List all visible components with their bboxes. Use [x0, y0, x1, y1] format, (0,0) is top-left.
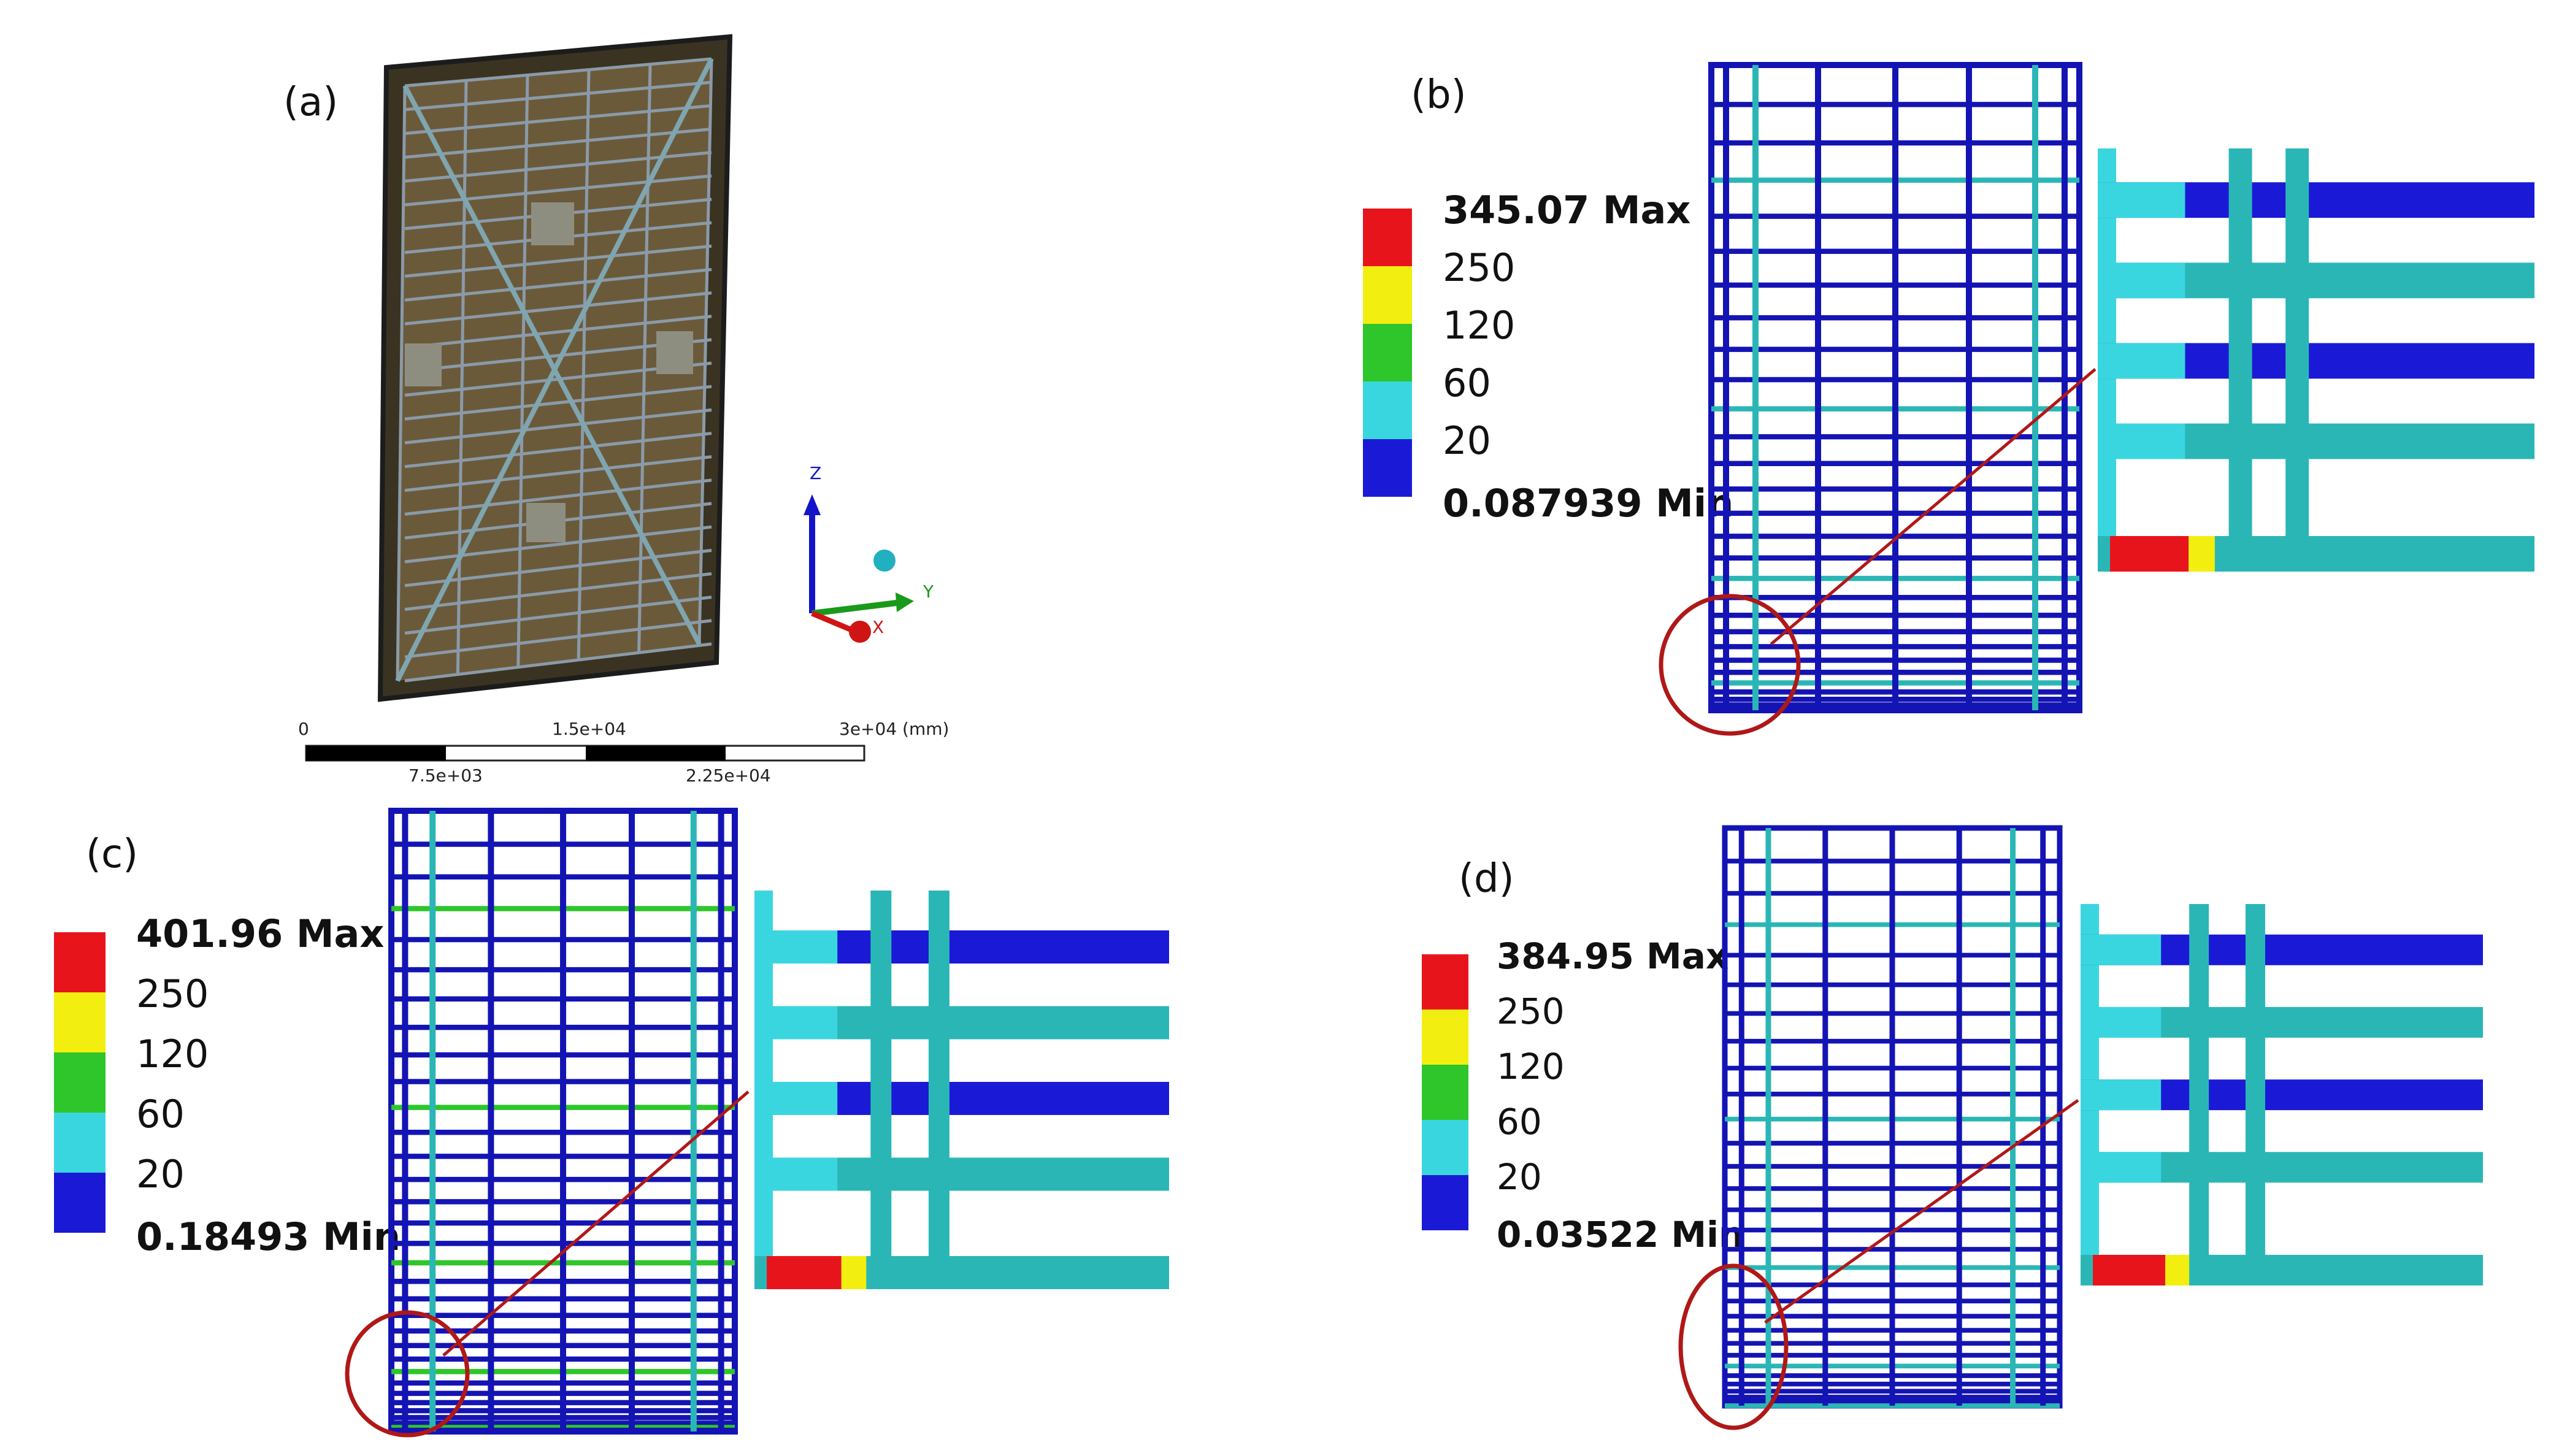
model-grid-horizontal: [404, 408, 712, 445]
panel-d-zoom-bar-end: [2081, 934, 2162, 965]
panel-a-scale-bar: [305, 745, 865, 762]
axis-y-label: Y: [923, 581, 934, 602]
model-grid-horizontal: [404, 642, 712, 683]
panel-c-frame: [388, 808, 738, 1435]
panel-b-label: (b): [1411, 72, 1467, 118]
panel-b-zoom-post: [2228, 148, 2252, 572]
panel-c-label: (c): [86, 832, 139, 877]
panel-b-zoom-bar-end: [2098, 182, 2185, 218]
panel-c-callout-line: [442, 1090, 750, 1357]
model-grid-horizontal: [404, 548, 712, 588]
axis-x-label: X: [872, 617, 884, 637]
panel-c-zoom-hotspot-edge: [841, 1256, 867, 1289]
panel-b-zoom-bar-end: [2098, 262, 2185, 299]
panel-c-zoom-hotspot: [767, 1256, 842, 1289]
model-grid-horizontal: [404, 104, 712, 136]
model-grid-vertical: [577, 69, 591, 659]
panel-c-zoom-bar-end: [754, 930, 838, 964]
axis-z-label: Z: [810, 463, 822, 483]
panel-c-zoom-post: [870, 891, 892, 1289]
panel-c-legend-colorbar: [54, 932, 106, 1233]
panel-d-legend-250: 250: [1497, 990, 1565, 1032]
panel-b-zoom-bar-end: [2098, 343, 2185, 379]
panel-b-zoom-hotspot-edge: [2189, 536, 2215, 572]
model-grid-horizontal: [404, 619, 712, 659]
panel-c-legend-250: 250: [136, 971, 209, 1016]
model-grid-vertical: [516, 75, 529, 667]
scale-top-2: 3e+04 (mm): [839, 719, 950, 739]
panel-d-legend-20: 20: [1497, 1156, 1542, 1198]
panel-a-axes-triad: [804, 494, 914, 643]
model-grid-horizontal: [404, 80, 712, 112]
panel-b-legend-max: 345.07 Max: [1443, 188, 1691, 232]
model-grid-horizontal: [404, 267, 712, 302]
panel-b-legend-120: 120: [1443, 303, 1516, 348]
panel-b-zoom-bar-end: [2098, 423, 2185, 459]
panel-b-frame: [1708, 62, 2082, 713]
panel-d-legend-colorbar: [1422, 954, 1468, 1230]
panel-d-label: (d): [1459, 856, 1514, 902]
model-grid-horizontal: [404, 244, 712, 278]
panel-a-model: [377, 34, 733, 702]
scale-top-0: 0: [298, 719, 309, 739]
model-grid-horizontal: [404, 291, 712, 326]
panel-c-legend-20: 20: [136, 1152, 185, 1197]
panel-c-zoom-bar-end: [754, 1006, 838, 1040]
panel-c-callout-circle: [345, 1310, 470, 1438]
panel-d-callout-circle: [1678, 1263, 1789, 1430]
panel-d-zoom-post: [2245, 904, 2265, 1285]
panel-d-zoom-bar-end: [2081, 1006, 2162, 1038]
model-grid-horizontal: [404, 478, 712, 516]
panel-d-legend-60: 60: [1497, 1101, 1542, 1143]
panel-c-zoom-bar-end: [754, 1082, 838, 1115]
model-grid-horizontal: [404, 385, 712, 421]
panel-b-zoom-inset: [2098, 148, 2534, 572]
panel-c-legend-max: 401.96 Max: [136, 911, 385, 956]
scale-bottom-1: 2.25e+04: [686, 765, 771, 786]
panel-d-frame: [1722, 825, 2063, 1409]
panel-d-zoom-bar-end: [2081, 1079, 2162, 1111]
panel-b-legend-colorbar: [1363, 209, 1412, 497]
panel-c-legend-120: 120: [136, 1032, 209, 1076]
model-grid-horizontal: [404, 455, 712, 492]
model-grid-horizontal: [404, 127, 712, 159]
panel-c-legend-min: 0.18493 Min: [136, 1214, 401, 1259]
model-grid-horizontal: [404, 525, 712, 564]
panel-b-legend-60: 60: [1443, 361, 1491, 405]
model-grid-horizontal: [404, 432, 712, 469]
panel-c-legend-60: 60: [136, 1092, 185, 1136]
scale-bottom-0: 7.5e+03: [409, 765, 483, 786]
panel-b-zoom-post: [2285, 148, 2309, 572]
model-grid-vertical: [637, 64, 652, 652]
panel-d-zoom-bar-end: [2081, 1152, 2162, 1183]
panel-b-callout-line: [1770, 368, 2097, 646]
panel-d-callout-line: [1764, 1098, 2079, 1324]
model-grid-vertical: [396, 85, 407, 681]
model-grid-horizontal: [404, 596, 712, 635]
model-grid-horizontal: [404, 57, 712, 88]
model-grid-vertical: [697, 58, 713, 645]
panel-d-zoom-hotspot-edge: [2165, 1255, 2190, 1285]
panel-d-zoom-post: [2189, 904, 2209, 1285]
model-grid-vertical: [456, 80, 468, 674]
panel-b-legend-min: 0.087939 Min: [1443, 481, 1734, 526]
panel-b-callout-circle: [1659, 594, 1801, 736]
panel-d-legend-min: 0.03522 Min: [1497, 1214, 1744, 1255]
panel-c-zoom-bar-end: [754, 1157, 838, 1191]
model-grid-horizontal: [404, 572, 712, 611]
panel-d-zoom-inset: [2081, 904, 2483, 1285]
panel-b-legend-20: 20: [1443, 418, 1491, 463]
model-grid-horizontal: [404, 174, 712, 207]
panel-c-zoom-post: [928, 891, 950, 1289]
panel-a-label: (a): [283, 80, 339, 125]
model-grid-horizontal: [404, 315, 712, 350]
panel-d-legend-120: 120: [1497, 1046, 1565, 1087]
panel-b-zoom-hotspot: [2110, 536, 2189, 572]
panel-c-zoom-inset: [754, 891, 1169, 1289]
scale-top-1: 1.5e+04: [552, 719, 626, 739]
panel-b-legend-250: 250: [1443, 245, 1516, 290]
panel-d-zoom-hotspot: [2093, 1255, 2166, 1285]
panel-d-legend-max: 384.95 Max: [1497, 935, 1729, 977]
